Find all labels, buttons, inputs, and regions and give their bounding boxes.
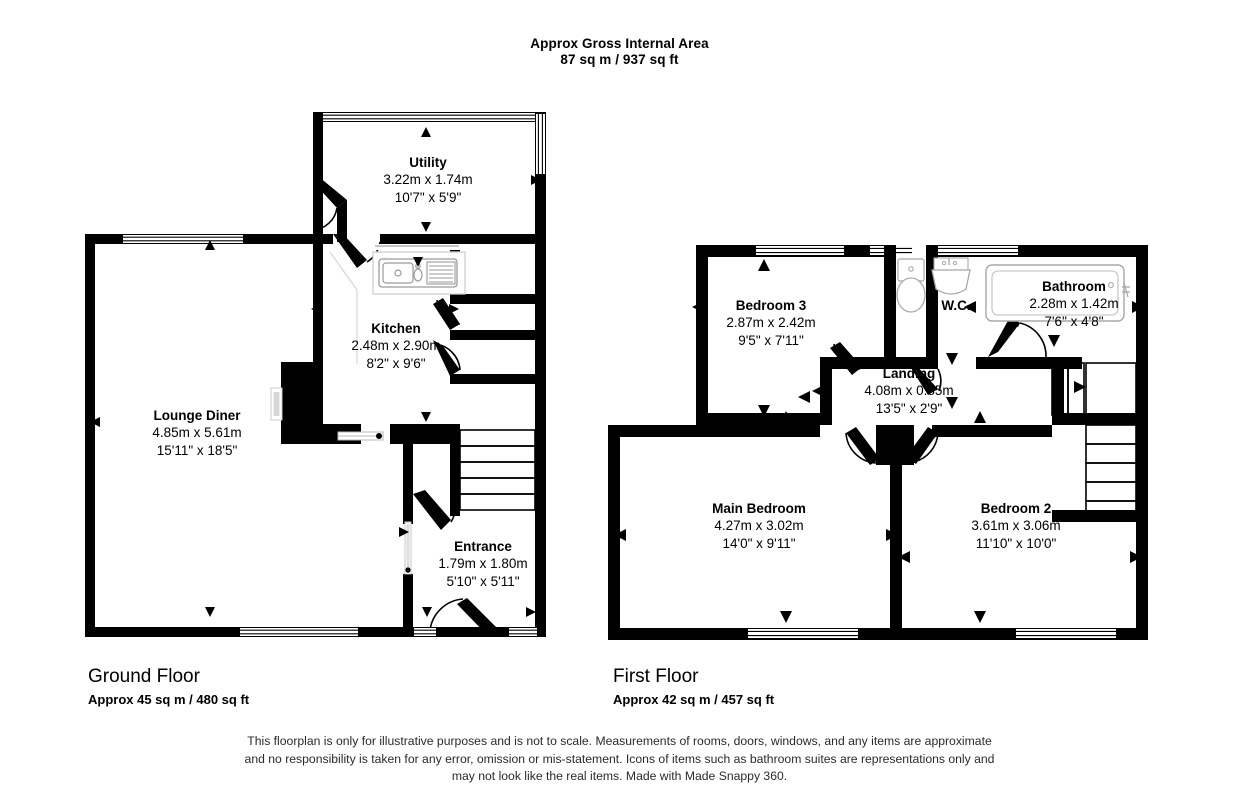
ground-floor-view-arrows [90, 127, 541, 617]
room-label-kitchen: Kitchen 2.48m x 2.90m 8'2" x 9'6" [351, 321, 441, 371]
ground-floor-plan: Utility 3.22m x 1.74m 10'7" x 5'9" Kitch… [85, 112, 565, 637]
ground-floor-area: Approx 45 sq m / 480 sq ft [88, 692, 250, 707]
page-title: Approx Gross Internal Area 87 sq m / 937… [0, 36, 1239, 68]
room-label-lounge-diner: Lounge Diner 4.85m x 5.61m 15'11" x 18'5… [152, 408, 242, 458]
gross-area-label: Approx Gross Internal Area [530, 36, 709, 51]
room-label-main-bedroom: Main Bedroom 4.27m x 3.02m 14'0" x 9'11" [712, 501, 806, 551]
first-floor-walls [608, 245, 1148, 640]
ground-floor-name: Ground Floor [88, 666, 200, 687]
first-floor-view-arrows [614, 259, 1144, 623]
wc-toilet-icon [896, 258, 926, 313]
disclaimer-line-2: and no responsibility is taken for any e… [244, 751, 995, 766]
room-label-bedroom-2: Bedroom 2 3.61m x 3.06m 11'10" x 10'0" [971, 501, 1061, 551]
first-floor-plan: Bedroom 3 2.87m x 2.42m 9'5" x 7'11" Lan… [608, 245, 1148, 640]
disclaimer-line-3: may not look like the real items. Made w… [451, 769, 788, 783]
room-label-entrance: Entrance 1.79m x 1.80m 5'10" x 5'11" [438, 539, 528, 589]
room-label-utility: Utility 3.22m x 1.74m 10'7" x 5'9" [383, 155, 473, 205]
gross-area-value: 87 sq m / 937 sq ft [560, 52, 679, 67]
first-floor-name: First Floor [613, 666, 699, 687]
room-label-wc: W.C. [941, 298, 971, 313]
room-label-bedroom-3: Bedroom 3 2.87m x 2.42m 9'5" x 7'11" [726, 298, 816, 348]
ground-floor-walls [85, 112, 546, 637]
disclaimer: This floorplan is only for illustrative … [0, 733, 1239, 786]
room-label-bathroom: Bathroom 2.28m x 1.42m 7'6" x 4'8" [1029, 279, 1119, 329]
ground-floor-caption: Ground Floor Approx 45 sq m / 480 sq ft [88, 665, 249, 709]
first-floor-svg [608, 245, 1148, 640]
kitchen-sink-icon [372, 244, 466, 295]
first-floor-area: Approx 42 sq m / 457 sq ft [613, 692, 775, 707]
first-floor-caption: First Floor Approx 42 sq m / 457 sq ft [613, 665, 774, 709]
ground-floor-svg [85, 112, 546, 637]
room-label-landing: Landing 4.08m x 0.85m 13'5" x 2'9" [864, 366, 954, 416]
bathtub-icon [985, 264, 1130, 322]
disclaimer-line-1: This floorplan is only for illustrative … [247, 734, 992, 748]
bathroom-sink-icon [931, 257, 971, 295]
